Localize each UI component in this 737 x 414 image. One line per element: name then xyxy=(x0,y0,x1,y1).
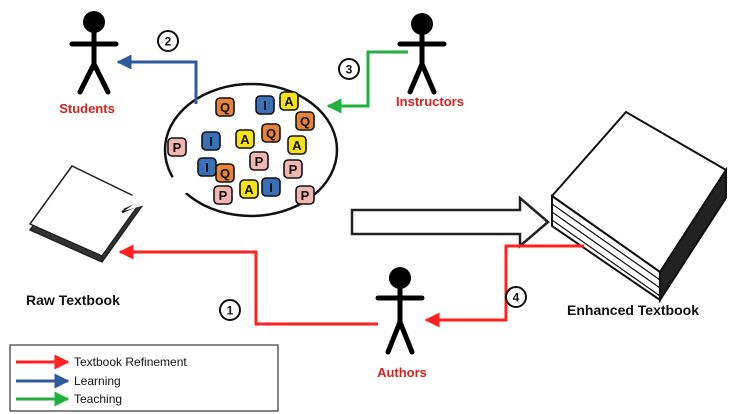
step-marker-3: 3 xyxy=(338,58,360,80)
tile-box xyxy=(249,151,269,171)
speech-bubble xyxy=(121,82,339,218)
tile-box xyxy=(279,91,299,111)
tile-letter: A xyxy=(240,132,250,147)
refinement-arrow-enhanced xyxy=(424,244,584,328)
tile-question: Q xyxy=(261,123,281,143)
tile-box xyxy=(295,111,315,131)
tile-letter: Q xyxy=(220,100,230,115)
tile-question: Q xyxy=(295,111,315,131)
tile-letter: I xyxy=(205,160,209,175)
tile-box xyxy=(235,129,255,149)
tile-letter: P xyxy=(173,140,182,155)
tile-box xyxy=(167,137,187,157)
tile-letter: I xyxy=(269,180,273,195)
tile-box xyxy=(215,97,235,117)
tile-practice: P xyxy=(213,185,233,205)
tile-instruction: I xyxy=(255,95,275,115)
tile-box xyxy=(287,135,307,155)
tile-letter: I xyxy=(209,134,213,149)
authors-figure-icon xyxy=(375,267,425,355)
enhanced-textbook-icon xyxy=(550,110,728,304)
tile-practice: P xyxy=(295,185,315,205)
tile-answer: A xyxy=(235,129,255,149)
tile-letter: Q xyxy=(220,166,230,181)
teaching-arrow xyxy=(326,50,408,114)
learning-arrow xyxy=(116,54,198,104)
raw-textbook-label: Raw Textbook xyxy=(26,292,120,308)
tile-letter: P xyxy=(301,188,310,203)
step-marker-2: 2 xyxy=(157,30,179,52)
tile-practice: P xyxy=(283,159,303,179)
instructors-label: Instructors xyxy=(396,94,464,109)
tile-instruction: I xyxy=(201,131,221,151)
tile-letter: A xyxy=(284,94,294,109)
tile-question: Q xyxy=(215,97,235,117)
tile-box xyxy=(261,123,281,143)
raw-textbook-icon xyxy=(28,165,144,263)
tile-letter: P xyxy=(289,162,298,177)
tile-box xyxy=(283,159,303,179)
tile-letter: Q xyxy=(300,114,310,129)
authors-label: Authors xyxy=(377,365,427,380)
tile-box xyxy=(239,179,259,199)
tile-box xyxy=(255,95,275,115)
tile-box xyxy=(213,185,233,205)
tile-box xyxy=(201,131,221,151)
students-figure-icon xyxy=(69,11,119,95)
tile-letter: P xyxy=(255,154,264,169)
tile-letter: A xyxy=(244,182,254,197)
refinement-arrow-raw xyxy=(118,244,378,326)
step-marker-1: 1 xyxy=(219,299,241,321)
tile-answer: A xyxy=(279,91,299,111)
step-1-label: 1 xyxy=(227,304,234,318)
step-4-label: 4 xyxy=(513,291,520,305)
tile-letter: I xyxy=(263,98,267,113)
tile-box xyxy=(295,185,315,205)
legend-learning-label: Learning xyxy=(74,374,121,388)
transformation-arrow-icon xyxy=(350,195,550,249)
tile-letter: Q xyxy=(266,126,276,141)
tile-letter: A xyxy=(292,138,302,153)
tile-answer: A xyxy=(239,179,259,199)
tile-instruction: I xyxy=(261,177,281,197)
tile-instruction: I xyxy=(197,157,217,177)
step-marker-4: 4 xyxy=(505,286,527,308)
step-2-label: 2 xyxy=(165,35,172,49)
tile-letter: P xyxy=(219,188,228,203)
legend-teaching-label: Teaching xyxy=(74,392,122,406)
instructors-figure-icon xyxy=(397,13,447,95)
legend: Textbook Refinement Learning Teaching xyxy=(9,344,279,412)
tile-question: Q xyxy=(215,163,235,183)
step-3-label: 3 xyxy=(346,63,353,77)
legend-refinement-label: Textbook Refinement xyxy=(74,355,187,369)
tile-box xyxy=(215,163,235,183)
tile-answer: A xyxy=(287,135,307,155)
tile-practice: P xyxy=(249,151,269,171)
tile-box xyxy=(261,177,281,197)
students-label: Students xyxy=(59,101,115,116)
tile-practice: P xyxy=(167,137,187,157)
enhanced-textbook-label: Enhanced Textbook xyxy=(567,302,699,318)
